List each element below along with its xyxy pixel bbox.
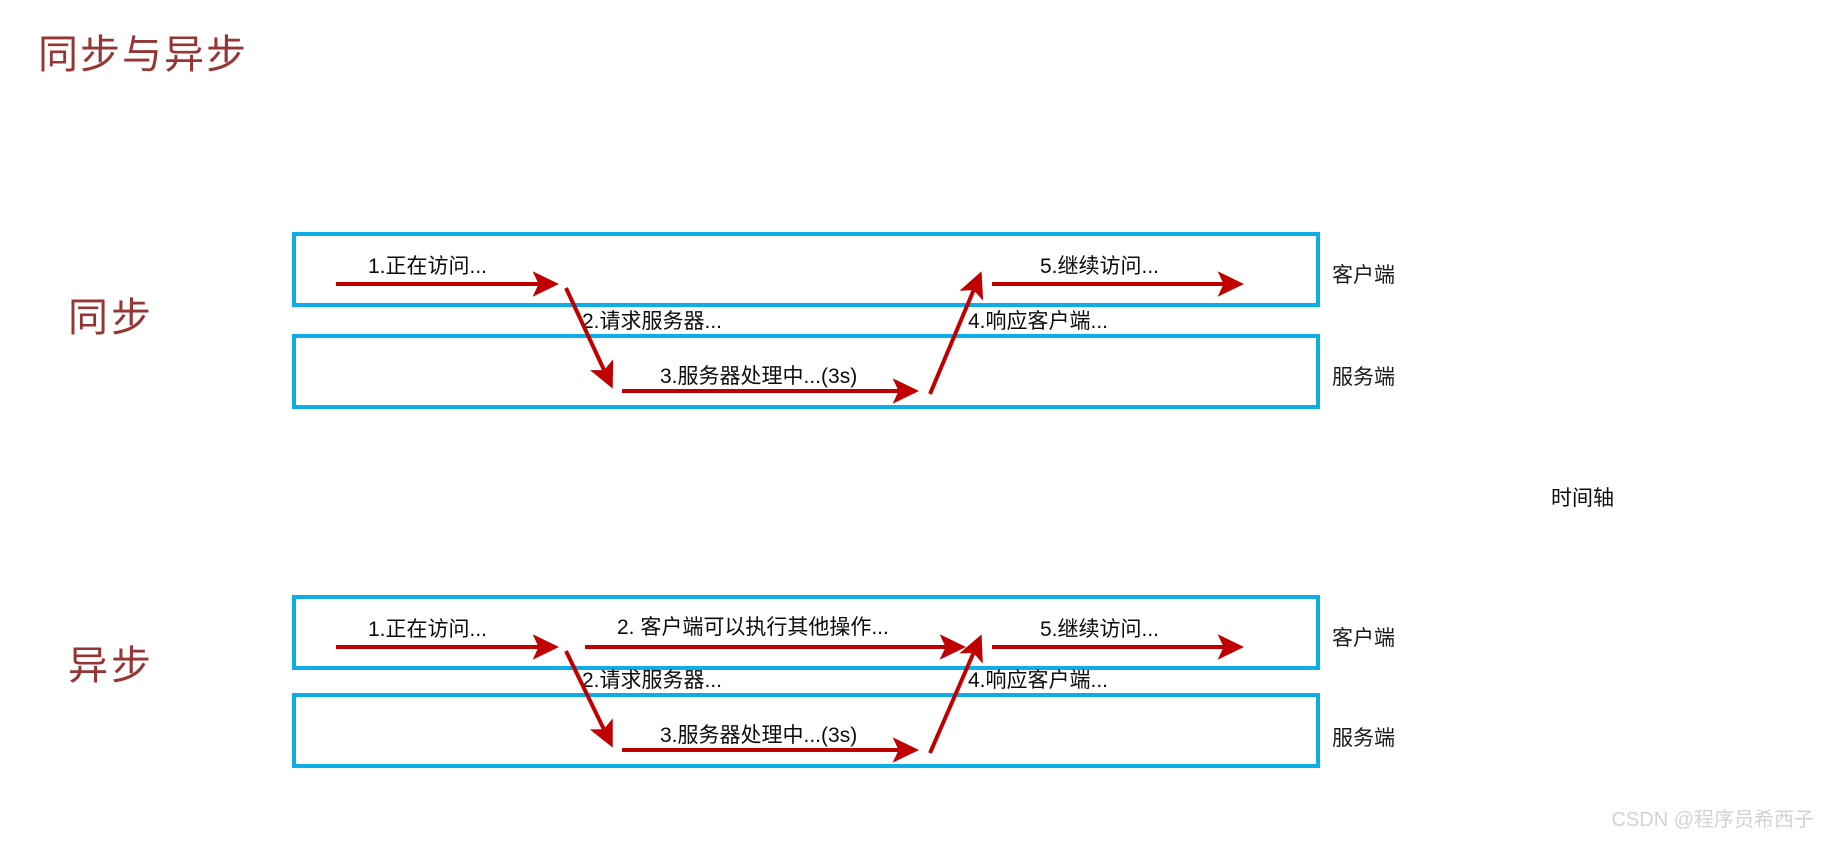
csdn-watermark: CSDN @程序员希西子 — [1611, 809, 1814, 831]
async-step-2a-caption: 2. 客户端可以执行其他操作... — [617, 616, 889, 639]
section-label-sync: 同步 — [68, 295, 154, 340]
async-step-5-caption: 5.继续访问... — [1040, 618, 1160, 641]
timeline-label: 时间轴 — [1551, 487, 1614, 510]
sync-server-lane-label: 服务端 — [1332, 366, 1395, 389]
sync-server-lane — [292, 334, 1320, 409]
sync-client-lane — [292, 232, 1320, 307]
sync-step-4-caption: 4.响应客户端... — [968, 310, 1109, 333]
section-label-async: 异步 — [68, 643, 154, 688]
async-step-2-caption: 2.请求服务器... — [582, 669, 723, 692]
async-client-lane-label: 客户端 — [1332, 627, 1395, 650]
sync-step-1-caption: 1.正在访问... — [368, 255, 488, 278]
async-server-lane — [292, 693, 1320, 768]
async-step-1-caption: 1.正在访问... — [368, 618, 488, 641]
sync-step-3-caption: 3.服务器处理中...(3s) — [660, 365, 858, 388]
async-server-lane-label: 服务端 — [1332, 727, 1395, 750]
sync-client-lane-label: 客户端 — [1332, 264, 1395, 287]
page-title: 同步与异步 — [38, 32, 248, 77]
sync-step-2-caption: 2.请求服务器... — [582, 310, 723, 333]
async-client-lane — [292, 595, 1320, 670]
async-step-3-caption: 3.服务器处理中...(3s) — [660, 724, 858, 747]
async-step-4-caption: 4.响应客户端... — [968, 669, 1109, 692]
sync-step-5-caption: 5.继续访问... — [1040, 255, 1160, 278]
